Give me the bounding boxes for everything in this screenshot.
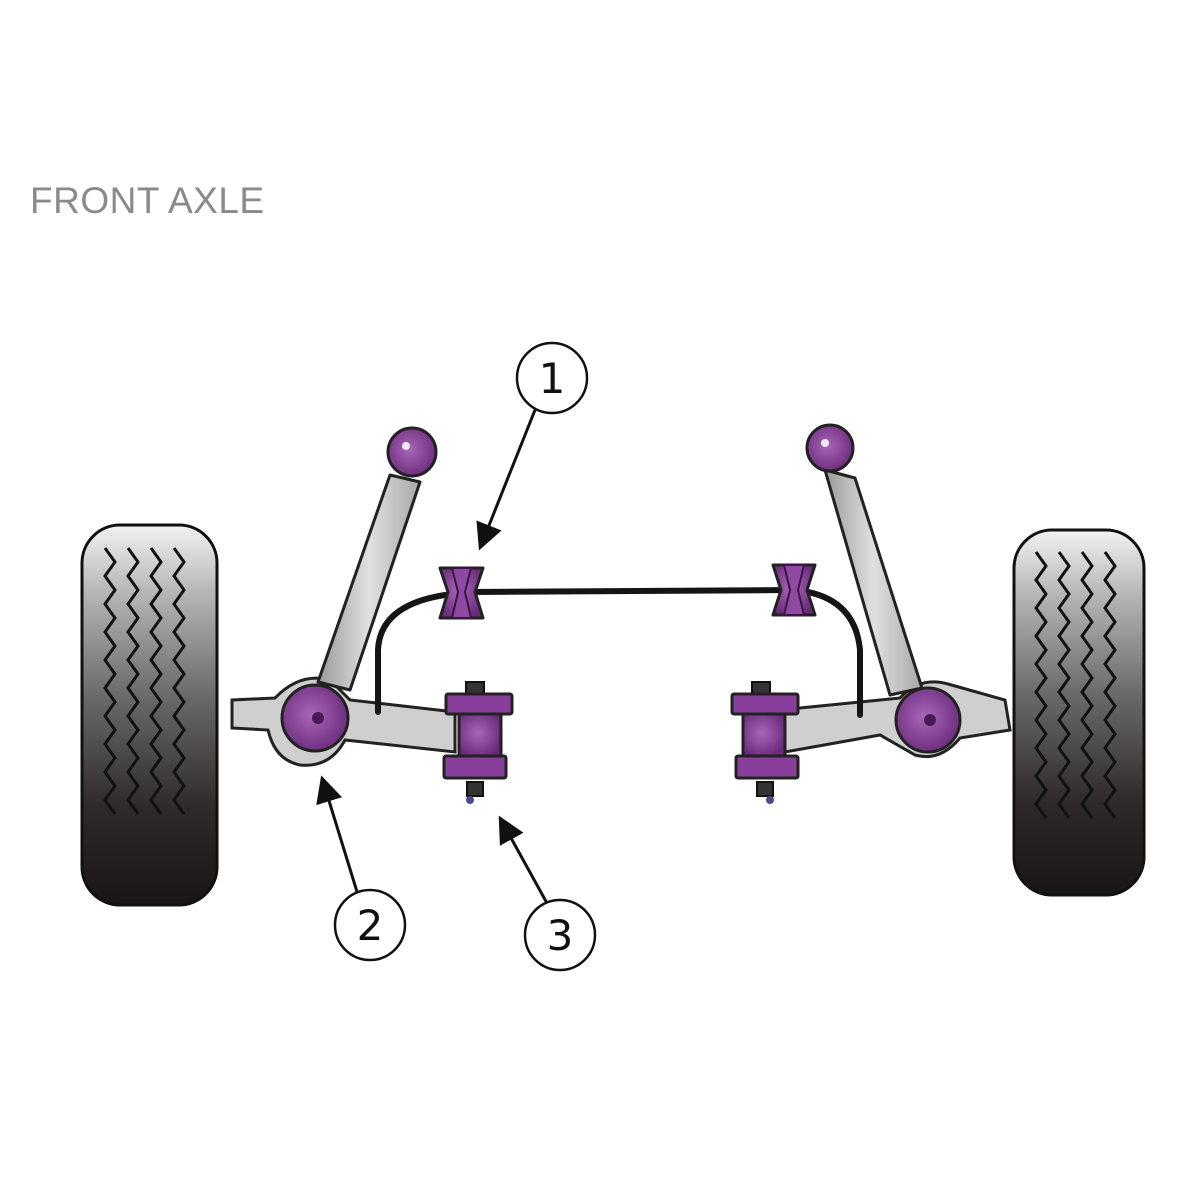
- callout-1-arrow: [476, 409, 537, 551]
- right-anti-roll-bar-bush: [771, 563, 817, 617]
- left-wishbone-bush: [280, 683, 350, 753]
- callout-3-label: 3: [547, 911, 574, 960]
- callout-3-arrow: [498, 815, 550, 906]
- left-top-mount-bush: [386, 426, 438, 478]
- left-anti-roll-bar-bush: [438, 566, 485, 620]
- callout-2-label: 2: [357, 901, 384, 950]
- callout-2: 2: [316, 775, 407, 962]
- callout-3-circle: [523, 898, 597, 972]
- callout-1: 1: [476, 341, 589, 551]
- left-tyre: [80, 523, 219, 907]
- right-tyre: [1012, 528, 1146, 897]
- right-rear-wishbone-bush: [730, 681, 800, 804]
- right-strut: [805, 423, 924, 697]
- right-top-mount-bush: [805, 423, 855, 473]
- callout-3: 3: [498, 815, 597, 972]
- right-wishbone-bush: [894, 686, 962, 754]
- left-strut: [316, 426, 438, 692]
- callout-1-label: 1: [539, 354, 566, 403]
- left-rear-wishbone-bush: [442, 681, 514, 804]
- callout-2-circle: [333, 888, 407, 962]
- callout-1-circle: [515, 341, 589, 415]
- callout-2-arrow: [316, 775, 360, 896]
- page-title: FRONT AXLE: [30, 180, 265, 221]
